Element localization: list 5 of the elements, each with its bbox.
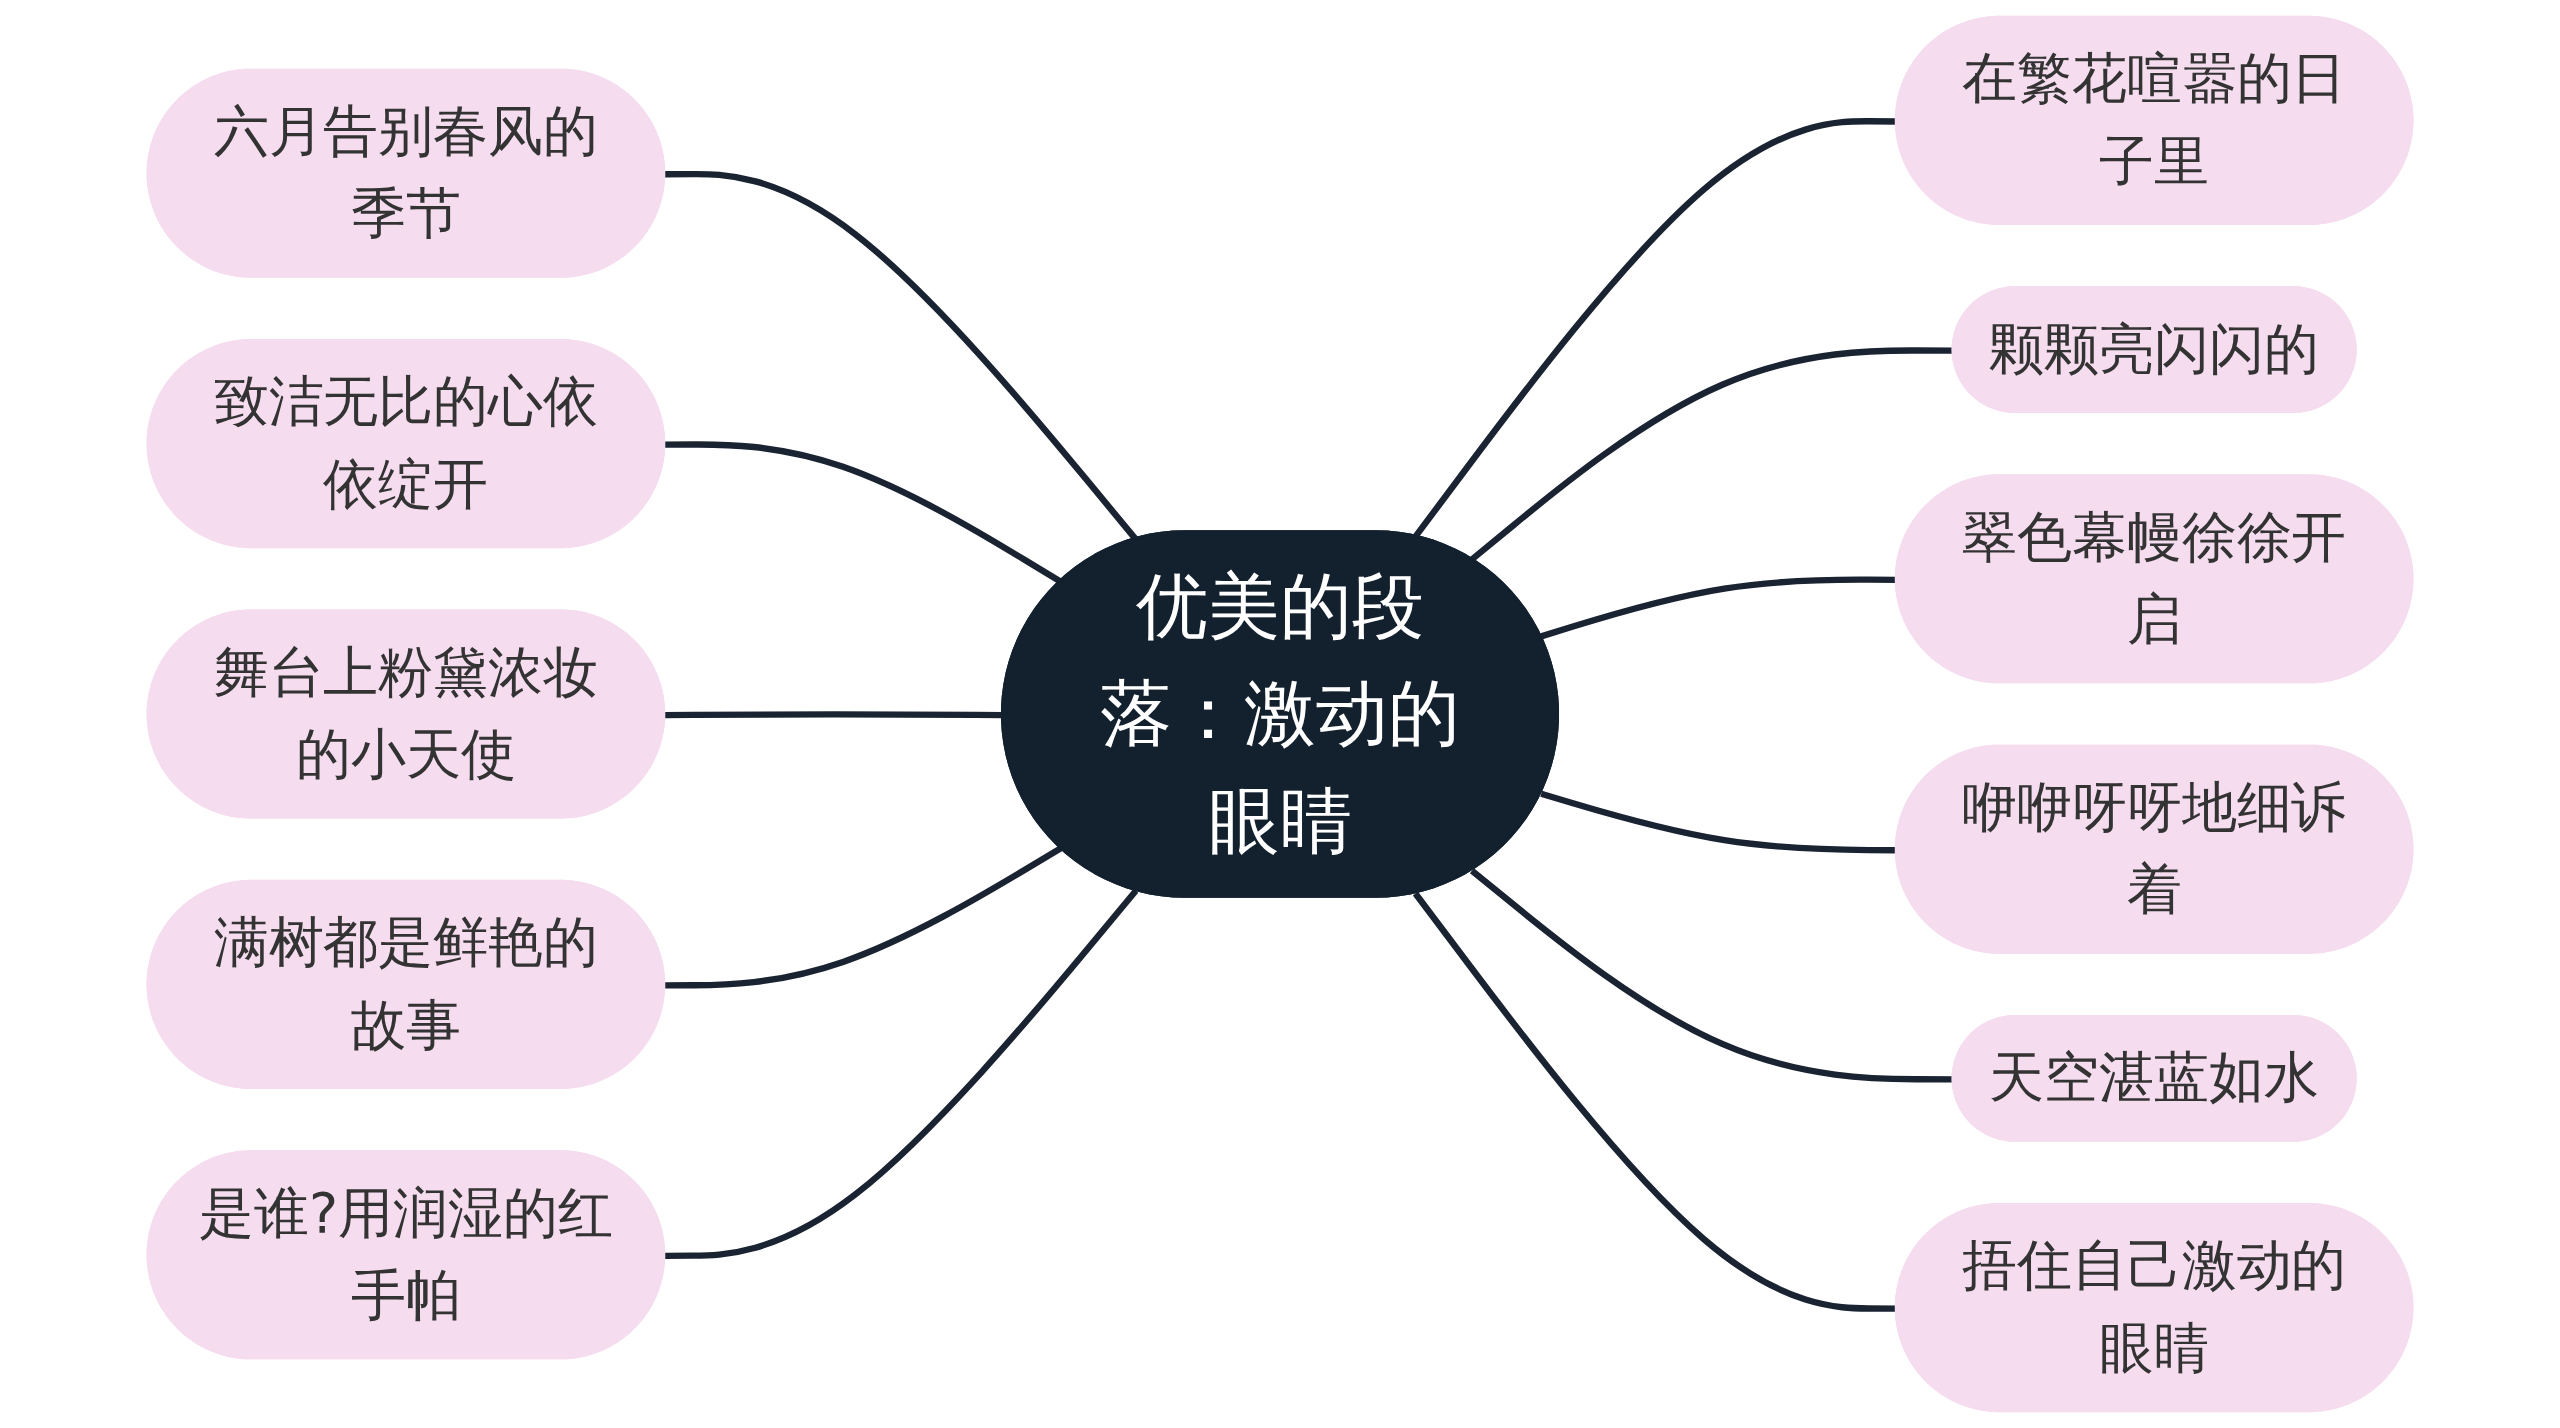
connector <box>665 845 1063 989</box>
connector <box>1540 576 1897 640</box>
connector <box>665 888 1139 1259</box>
connector <box>665 441 1063 585</box>
connector <box>1540 790 1897 854</box>
